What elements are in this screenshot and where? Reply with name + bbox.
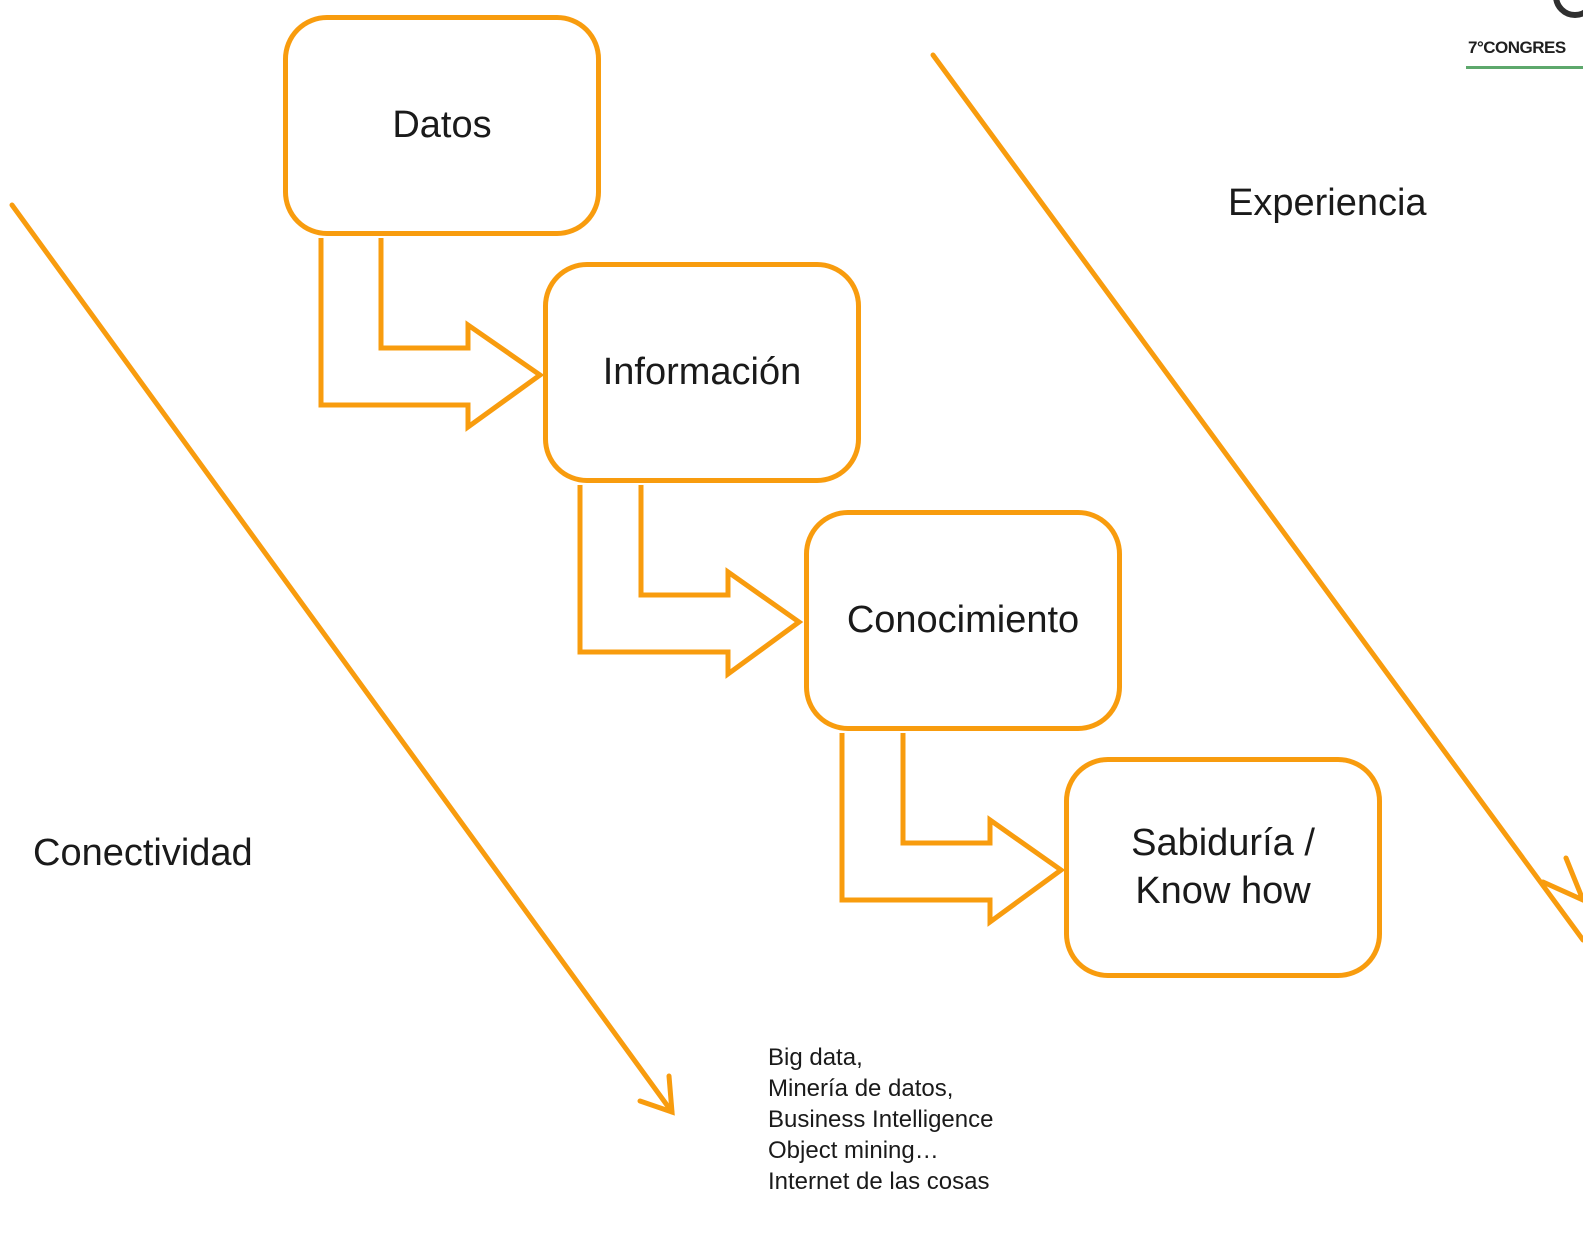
conectividad-arrowhead-icon [637, 1073, 675, 1116]
notes-list: Big data, Minería de datos, Business Int… [768, 1042, 993, 1197]
box-datos: Datos [283, 15, 601, 236]
note-item: Minería de datos, [768, 1075, 954, 1102]
experiencia-diagonal-line [930, 52, 1583, 943]
label-experiencia: Experiencia [1228, 182, 1427, 224]
bent-arrow-conocimiento-sabiduria [839, 733, 1066, 927]
bent-arrow-datos-informacion [318, 238, 545, 432]
logo-text: 7°CONGRES [1468, 38, 1566, 57]
box-conocimiento: Conocimiento [804, 510, 1122, 731]
note-item: Big data, [768, 1044, 863, 1071]
box-informacion: Información [543, 262, 861, 483]
experiencia-arrowhead-icon [1540, 855, 1583, 903]
note-item: Object mining… [768, 1137, 939, 1164]
logo-underline [1466, 66, 1583, 69]
label-conectividad: Conectividad [33, 832, 253, 874]
box-sabiduria: Sabiduría / Know how [1064, 757, 1382, 978]
note-item: Business Intelligence [768, 1106, 994, 1133]
conectividad-diagonal-line [9, 202, 675, 1115]
bent-arrow-informacion-conocimiento [577, 485, 804, 679]
note-item: Internet de las cosas [768, 1168, 990, 1195]
